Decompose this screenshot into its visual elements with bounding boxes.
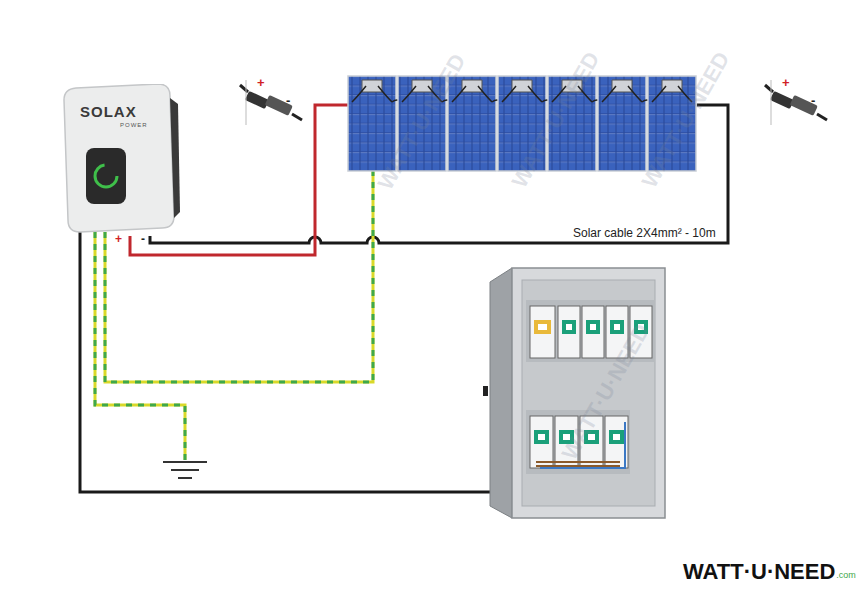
brand-name: SOLAX xyxy=(80,104,137,121)
circuit-breaker xyxy=(558,306,580,358)
mc4-connector-left xyxy=(240,80,302,125)
brand-domain: .com xyxy=(836,571,856,581)
polarity-sign: + xyxy=(257,76,265,90)
polarity-sign: - xyxy=(286,94,290,108)
brand-subtitle: POWER xyxy=(120,122,148,129)
cable-spec: Solar cable 2X4mm² - 10m xyxy=(571,227,718,240)
terminal-sign: + xyxy=(115,233,122,246)
solar-panel xyxy=(448,76,502,171)
brand-logo: WATT·U·NEED xyxy=(683,560,835,584)
circuit-breaker xyxy=(582,306,604,358)
ground-symbol xyxy=(163,462,207,478)
inverter: SOLAXPOWER xyxy=(62,84,180,234)
distribution-cabinet xyxy=(483,268,665,518)
ac-wire xyxy=(80,232,505,492)
polarity-sign: + xyxy=(782,76,790,90)
circuit-breaker xyxy=(530,416,553,468)
ground-wire xyxy=(95,232,185,460)
solar-panel xyxy=(598,76,652,171)
ground-wire-stripe xyxy=(95,232,185,460)
mc4-connector-right xyxy=(765,80,827,125)
terminal-sign: - xyxy=(141,233,145,246)
polarity-sign: - xyxy=(811,94,815,108)
circuit-breaker xyxy=(530,306,555,358)
